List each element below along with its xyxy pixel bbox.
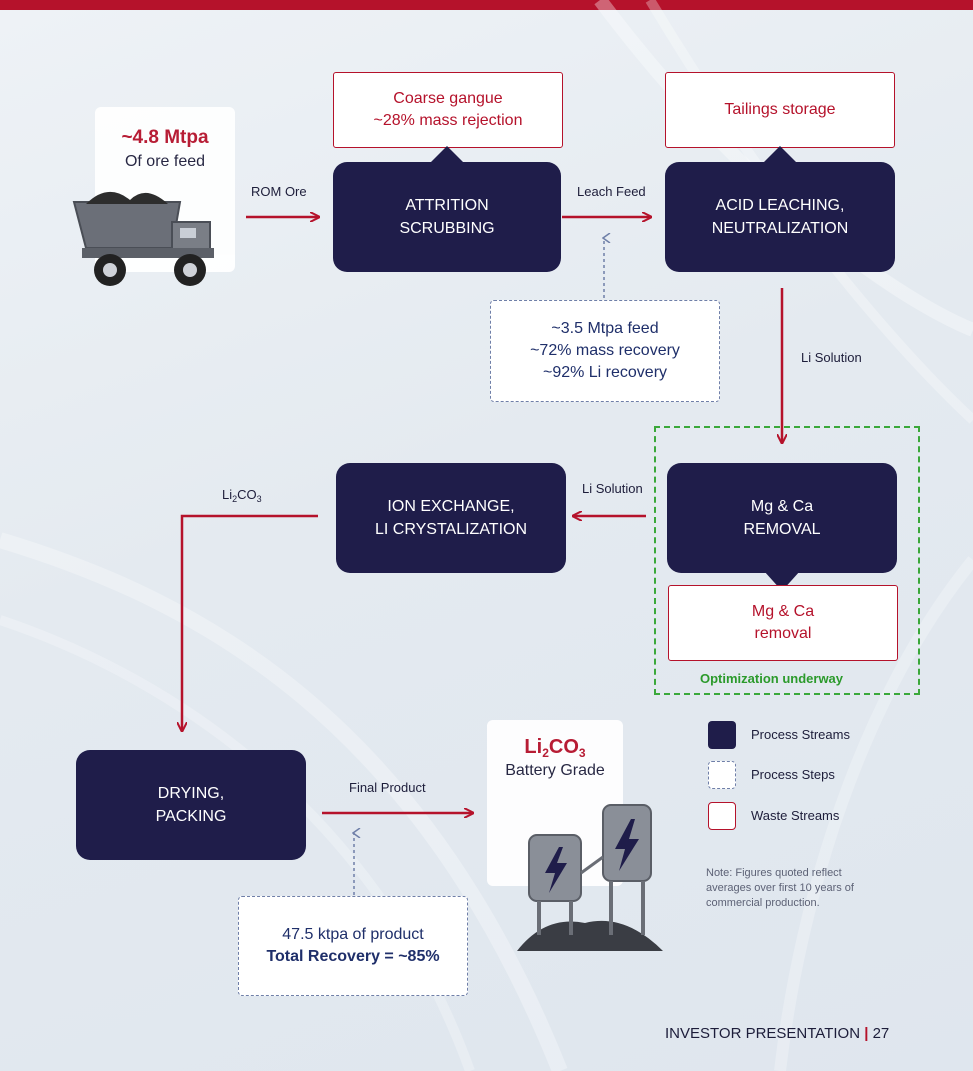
waste-coarse-line2: ~28% mass rejection: [373, 112, 523, 129]
process-ion-line2: LI CRYSTALIZATION: [374, 521, 528, 538]
ore-feed-amount: ~4.8 Mtpa: [121, 127, 209, 148]
product-formula: Li2CO3: [524, 736, 586, 760]
step-product-line1: 47.5 ktpa of product: [282, 926, 424, 943]
process-attrition-line2: SCRUBBING: [399, 220, 495, 237]
waste-mgca-line2: removal: [754, 625, 812, 642]
battery-silos-icon: [517, 804, 663, 951]
footnote-line3: commercial production.: [706, 897, 820, 909]
pointer-down-icon: [764, 571, 800, 591]
footer-separator: |: [864, 1025, 869, 1042]
legend-swatch-process-steps: [708, 761, 736, 789]
step-feed-recovery: ~3.5 Mtpa feed ~72% mass recovery ~92% L…: [490, 300, 720, 402]
footer-label: INVESTOR PRESENTATION: [665, 1025, 861, 1042]
footnote-line1: Note: Figures quoted reflect: [706, 867, 842, 879]
process-drying-packing: DRYING, PACKING: [76, 750, 306, 860]
waste-mgca-line1: Mg & Ca: [751, 603, 815, 620]
step-feed-line3: ~92% Li recovery: [542, 364, 668, 381]
legend-waste-streams: Waste Streams: [751, 808, 840, 823]
label-li2co3: Li2CO3: [222, 487, 262, 504]
legend-process-streams: Process Streams: [751, 727, 850, 742]
mining-truck-icon: [72, 191, 214, 286]
process-drying-line2: PACKING: [155, 808, 227, 825]
page-number: 27: [872, 1025, 890, 1042]
step-product-recovery: 47.5 ktpa of product Total Recovery = ~8…: [238, 896, 468, 996]
label-leach-feed: Leach Feed: [577, 184, 646, 199]
label-final-product: Final Product: [349, 780, 426, 795]
optimization-label: Optimization underway: [700, 671, 844, 686]
label-li-solution-down: Li Solution: [801, 350, 862, 365]
process-mgca-line2: REMOVAL: [743, 521, 821, 538]
legend-process-steps: Process Steps: [751, 767, 835, 782]
process-acid-line1: ACID LEACHING,: [715, 197, 845, 214]
waste-tailings-label: Tailings storage: [724, 101, 836, 118]
process-ion-line1: ION EXCHANGE,: [387, 498, 515, 515]
process-ion-exchange: ION EXCHANGE, LI CRYSTALIZATION: [336, 463, 566, 573]
footer: INVESTOR PRESENTATION | 27: [665, 1025, 889, 1042]
pointer-up-icon: [762, 146, 798, 164]
pointer-up-icon: [429, 146, 465, 164]
step-product-line2: Total Recovery = ~85%: [266, 948, 440, 965]
ore-feed-label: Of ore feed: [124, 153, 206, 170]
step-feed-line1: ~3.5 Mtpa feed: [551, 320, 659, 337]
process-attrition-line1: ATTRITION: [405, 197, 489, 214]
label-li-solution-left: Li Solution: [582, 481, 643, 496]
top-brand-bar: [0, 0, 973, 10]
process-mgca-removal: Mg & Ca REMOVAL: [667, 463, 897, 591]
waste-tailings-storage: Tailings storage: [665, 72, 895, 148]
process-acid-leaching: ACID LEACHING, NEUTRALIZATION: [665, 146, 895, 272]
process-acid-line2: NEUTRALIZATION: [711, 220, 849, 237]
waste-coarse-line1: Coarse gangue: [393, 90, 503, 107]
waste-coarse-gangue: Coarse gangue ~28% mass rejection: [333, 72, 563, 148]
step-feed-line2: ~72% mass recovery: [530, 342, 680, 359]
process-drying-line1: DRYING,: [157, 785, 225, 802]
footnote: Note: Figures quoted reflect averages ov…: [706, 866, 854, 911]
product-grade: Battery Grade: [505, 762, 605, 779]
label-rom-ore: ROM Ore: [251, 184, 307, 199]
process-attrition-scrubbing: ATTRITION SCRUBBING: [333, 146, 561, 272]
optimization-region: [654, 426, 920, 695]
process-mgca-line1: Mg & Ca: [750, 498, 814, 515]
legend-swatch-waste-streams: [708, 802, 736, 830]
legend-swatch-process-streams: [708, 721, 736, 749]
footnote-line2: averages over first 10 years of: [706, 882, 854, 894]
waste-mgca-removal: Mg & Ca removal: [668, 585, 898, 661]
